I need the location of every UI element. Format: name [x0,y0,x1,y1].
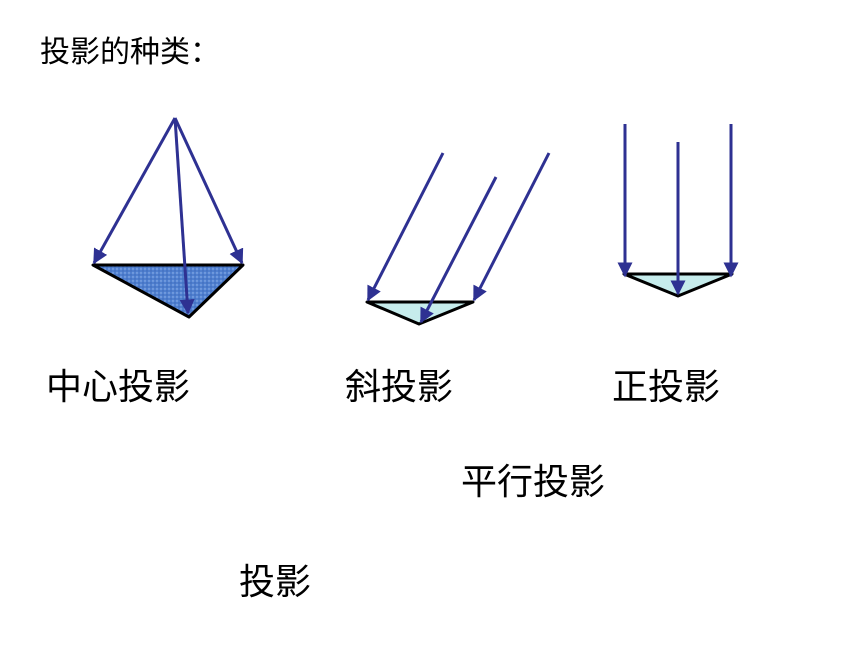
central-ray-right [173,117,244,265]
central-projection-figure [91,117,245,319]
oblique-shadow-triangle [365,300,475,326]
orthographic-projection-label: 正投影 [612,367,721,408]
projection-label: 投影 [239,562,312,603]
oblique-ray-2 [419,176,498,324]
central-projection-label: 中心投影 [46,367,191,408]
oblique-projection-figure [365,152,551,326]
slide-title: 投影的种类： [40,35,220,70]
central-ray-left [92,117,177,265]
oblique-projection-label: 斜投影 [345,367,454,408]
orthographic-projection-figure [617,124,739,298]
oblique-ray-1 [366,152,445,302]
oblique-ray-3 [472,152,551,302]
central-ray-middle [173,117,195,315]
parallel-projection-label: 平行投影 [461,462,606,503]
central-shadow-triangle [91,263,245,319]
